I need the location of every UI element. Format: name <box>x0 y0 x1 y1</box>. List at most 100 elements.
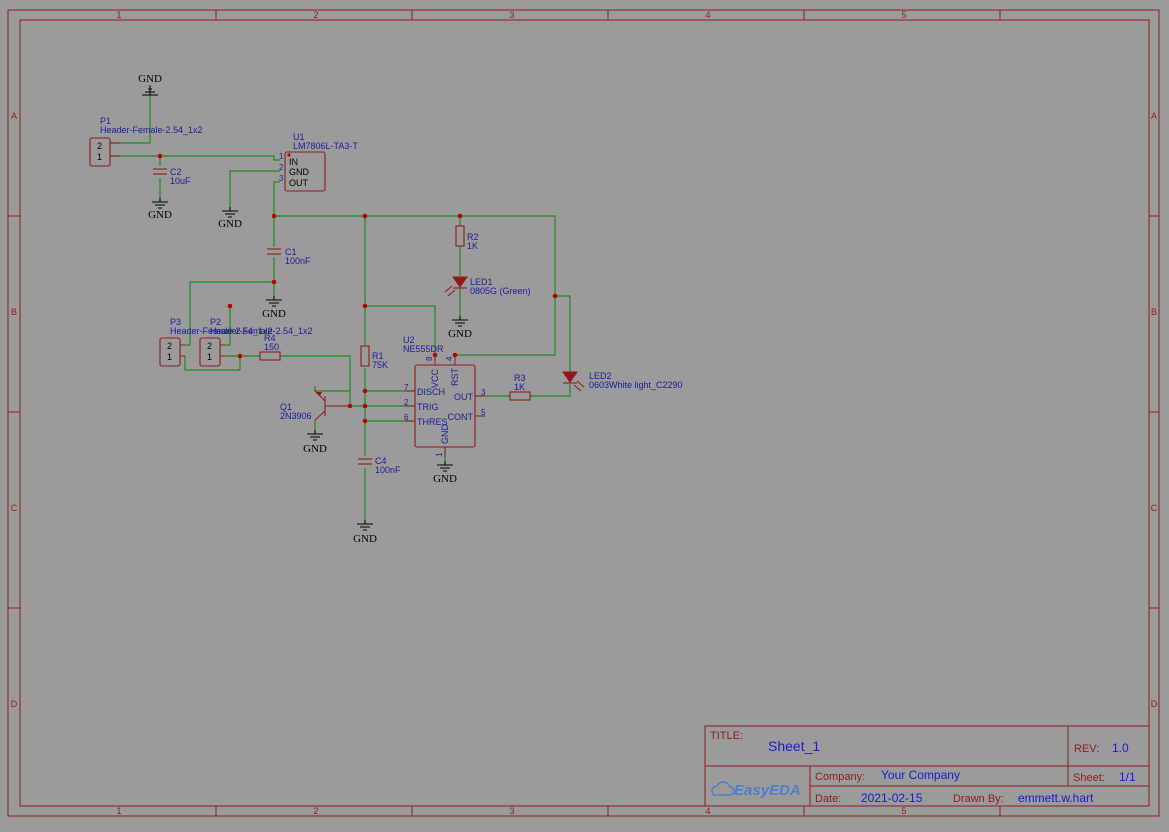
pin-number: 2 <box>97 141 102 151</box>
date-label: Date: <box>815 793 841 805</box>
pin-label: TRIG <box>417 402 439 412</box>
sheet-title: Sheet_1 <box>768 738 820 754</box>
gnd-label: GND <box>353 533 377 545</box>
part-value: Header-Female-2.54_1x2 <box>100 125 203 135</box>
led-led1[interactable]: LED1 0805G (Green) <box>444 276 531 297</box>
col-label: 1 <box>116 806 121 816</box>
resistor-r1[interactable]: R1 75K <box>360 345 388 370</box>
col-label: 3 <box>509 10 514 20</box>
part-value: 0603White light_C2290 <box>589 380 683 390</box>
header-p3[interactable]: 2 1 P3 Header-Female-2.54_1x2 <box>159 317 273 367</box>
pin-number: 1 <box>97 152 102 162</box>
ref-designator: C2 <box>170 167 182 177</box>
row-label: C <box>11 503 18 513</box>
gnd-symbol-icon: GND <box>353 520 377 545</box>
capacitor-c1[interactable]: C1 100nF <box>267 247 311 266</box>
rev-value: 1.0 <box>1112 741 1129 755</box>
gnd-label: GND <box>448 328 472 340</box>
pin-label: IN <box>289 157 298 167</box>
part-value: NE555DR <box>403 344 444 354</box>
regulator-u1[interactable]: IN GND OUT 1 2 3 U1 LM7806L-TA3-T <box>279 132 358 192</box>
part-value: 1K <box>514 382 525 392</box>
ref-designator: LED2 <box>589 371 612 381</box>
col-label: 2 <box>313 10 318 20</box>
part-value: 1K <box>467 241 478 251</box>
part-value: 100nF <box>375 465 401 475</box>
col-label: 3 <box>509 806 514 816</box>
pin-label: DISCH <box>417 387 445 397</box>
led-led2[interactable]: LED2 0603White light_C2290 <box>562 371 683 392</box>
resistor-r3[interactable]: R3 1K <box>509 373 531 401</box>
gnd-label: GND <box>433 473 457 485</box>
ref-designator: P3 <box>170 317 181 327</box>
part-value: 10uF <box>170 176 191 186</box>
row-label: D <box>1151 699 1158 709</box>
transistor-q1[interactable]: Q1 2N3906 <box>280 390 350 421</box>
ref-designator: R4 <box>264 333 276 343</box>
ref-designator: R2 <box>467 232 479 242</box>
gnd-label: GND <box>218 218 242 230</box>
row-label: C <box>1151 503 1158 513</box>
pin-number: 4 <box>445 356 454 361</box>
easyeda-logo-icon: EasyEDA <box>711 781 801 799</box>
pin-number: 1 <box>207 352 212 362</box>
capacitor-c4[interactable]: C4 100nF <box>358 456 401 475</box>
wires <box>110 95 571 524</box>
header-p1[interactable]: 2 1 P1 Header-Female-2.54_1x2 <box>89 116 203 167</box>
sheet-value: 1/1 <box>1119 770 1136 784</box>
gnd-symbol-icon: GND <box>262 296 286 320</box>
rev-label: REV: <box>1074 743 1099 755</box>
part-value: 2N3906 <box>280 411 312 421</box>
pin-number: 5 <box>481 408 486 417</box>
pin-number: 6 <box>404 413 409 422</box>
col-label: 4 <box>705 806 710 816</box>
resistor-r4[interactable]: R4 150 <box>259 333 281 361</box>
ref-designator: C4 <box>375 456 387 466</box>
pin-number: 2 <box>167 341 172 351</box>
pin-label: VCC <box>430 368 440 388</box>
part-value: 75K <box>372 360 388 370</box>
pin-number: 1 <box>279 152 284 161</box>
company-value: Your Company <box>881 768 960 782</box>
pin-number: 2 <box>279 163 284 172</box>
part-value: 150 <box>264 342 279 352</box>
ref-designator: R3 <box>514 373 526 383</box>
part-value: Header-Female-2.54_1x2 <box>170 326 273 336</box>
gnd-symbol-icon: GND <box>148 198 172 221</box>
gnd-symbol-icon: GND <box>303 430 327 455</box>
pin-label: GND <box>440 424 450 445</box>
row-label: B <box>11 307 17 317</box>
part-value: LM7806L-TA3-T <box>293 141 358 151</box>
pin-label: RST <box>450 367 460 386</box>
gnd-symbol-icon: GND <box>433 461 457 485</box>
pin-label: GND <box>289 167 310 177</box>
pin-label: THRES <box>417 417 448 427</box>
pin-number: 2 <box>207 341 212 351</box>
header-p2[interactable]: 2 1 P2 Header-Female-2.54_1x2 <box>199 317 313 367</box>
ref-designator: P1 <box>100 116 111 126</box>
company-label: Company: <box>815 771 865 783</box>
pin-number: 3 <box>481 388 486 397</box>
resistor-r2[interactable]: R2 1K <box>455 225 479 251</box>
part-value: Header-Female-2.54_1x2 <box>210 326 313 336</box>
col-label: 5 <box>901 10 906 20</box>
pin-label: OUT <box>289 178 309 188</box>
row-label: D <box>11 699 18 709</box>
gnd-label: GND <box>148 209 172 221</box>
ref-designator: Q1 <box>280 402 292 412</box>
date-value: 2021-02-15 <box>861 791 923 805</box>
pin-number: 1 <box>435 452 444 457</box>
capacitor-c2[interactable]: C2 10uF <box>153 167 191 186</box>
pin-label: CONT <box>448 412 474 422</box>
sheet-label: Sheet: <box>1073 772 1105 784</box>
timer-u2[interactable]: DISCH TRIG THRES OUT CONT VCC RST GND 7 … <box>403 335 486 457</box>
col-label: 4 <box>705 10 710 20</box>
title-label: TITLE: <box>710 730 743 742</box>
row-label: A <box>11 111 17 121</box>
ref-designator: U1 <box>293 132 305 142</box>
col-label: 2 <box>313 806 318 816</box>
pin-number: 7 <box>404 383 409 392</box>
title-block: TITLE: Sheet_1 REV: 1.0 Company: Your Co… <box>704 725 1150 807</box>
